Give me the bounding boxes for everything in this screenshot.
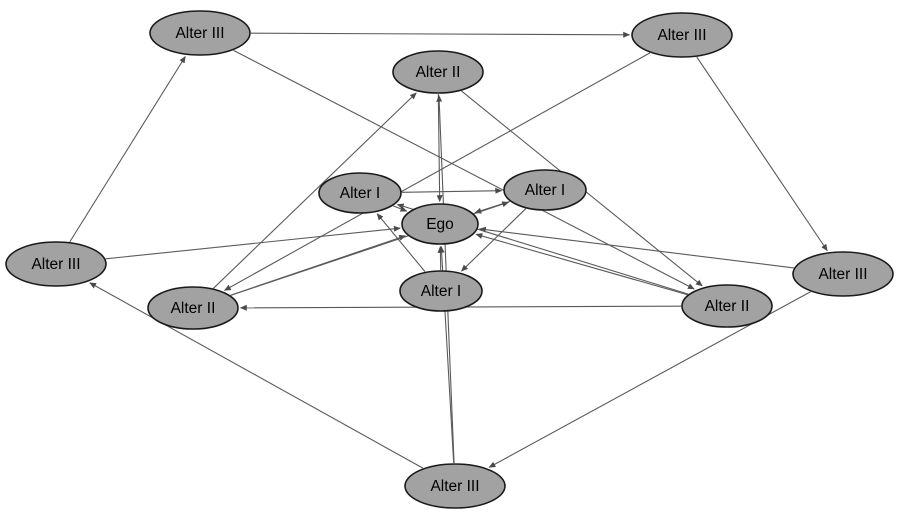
node-alter3_r[interactable]: Alter III (792, 251, 894, 297)
edge-alter3_b-to-alter3_l (89, 282, 424, 469)
node-ego[interactable]: Ego (401, 203, 479, 245)
node-shape-alter3_tl[interactable] (149, 10, 251, 56)
edge-layer (69, 31, 828, 469)
node-alter3_b[interactable]: Alter III (404, 463, 506, 509)
edge-alter3_tr-to-alter2_l (224, 52, 651, 291)
edge-alter1_b-to-alter1_l (376, 213, 426, 272)
edge-alter3_tr-to-alter3_r (696, 56, 828, 252)
edge-alter2_l-to-alter2_t (213, 92, 417, 289)
node-shape-alter3_l[interactable] (5, 241, 107, 287)
node-shape-alter2_r[interactable] (681, 284, 773, 328)
node-shape-alter3_tr[interactable] (631, 12, 733, 58)
node-alter3_tl[interactable]: Alter III (149, 10, 251, 56)
node-alter3_l[interactable]: Alter III (5, 241, 107, 287)
edge-alter1_l-to-alter1_r (401, 187, 503, 194)
edge-alter3_tl-to-alter2_r (233, 49, 695, 290)
node-shape-alter2_l[interactable] (147, 286, 239, 330)
node-alter2_t[interactable]: Alter II (392, 50, 484, 94)
edge-alter3_tl-to-alter3_tr (250, 31, 631, 38)
edge-alter2_r-to-ego (475, 233, 688, 296)
node-shape-alter3_b[interactable] (404, 463, 506, 509)
edge-alter2_t-to-ego (436, 93, 443, 203)
edge-alter3_r-to-ego (478, 226, 794, 269)
edge-alter3_l-to-ego (105, 225, 401, 260)
node-alter1_l[interactable]: Alter I (318, 172, 402, 214)
node-alter1_r[interactable]: Alter I (503, 169, 587, 211)
node-shape-alter2_t[interactable] (392, 50, 484, 94)
node-shape-alter1_l[interactable] (318, 172, 402, 214)
node-shape-alter1_b[interactable] (399, 270, 483, 312)
edge-alter3_l-to-alter3_tl (69, 56, 186, 243)
node-shape-alter1_r[interactable] (503, 169, 587, 211)
node-alter2_l[interactable]: Alter II (147, 286, 239, 330)
node-alter2_r[interactable]: Alter II (681, 284, 773, 328)
node-alter1_b[interactable]: Alter I (399, 270, 483, 312)
edge-alter1_r-to-alter1_b (461, 208, 527, 272)
node-shape-ego[interactable] (401, 203, 479, 245)
node-alter3_tr[interactable]: Alter III (631, 12, 733, 58)
node-shape-alter3_r[interactable] (792, 251, 894, 297)
